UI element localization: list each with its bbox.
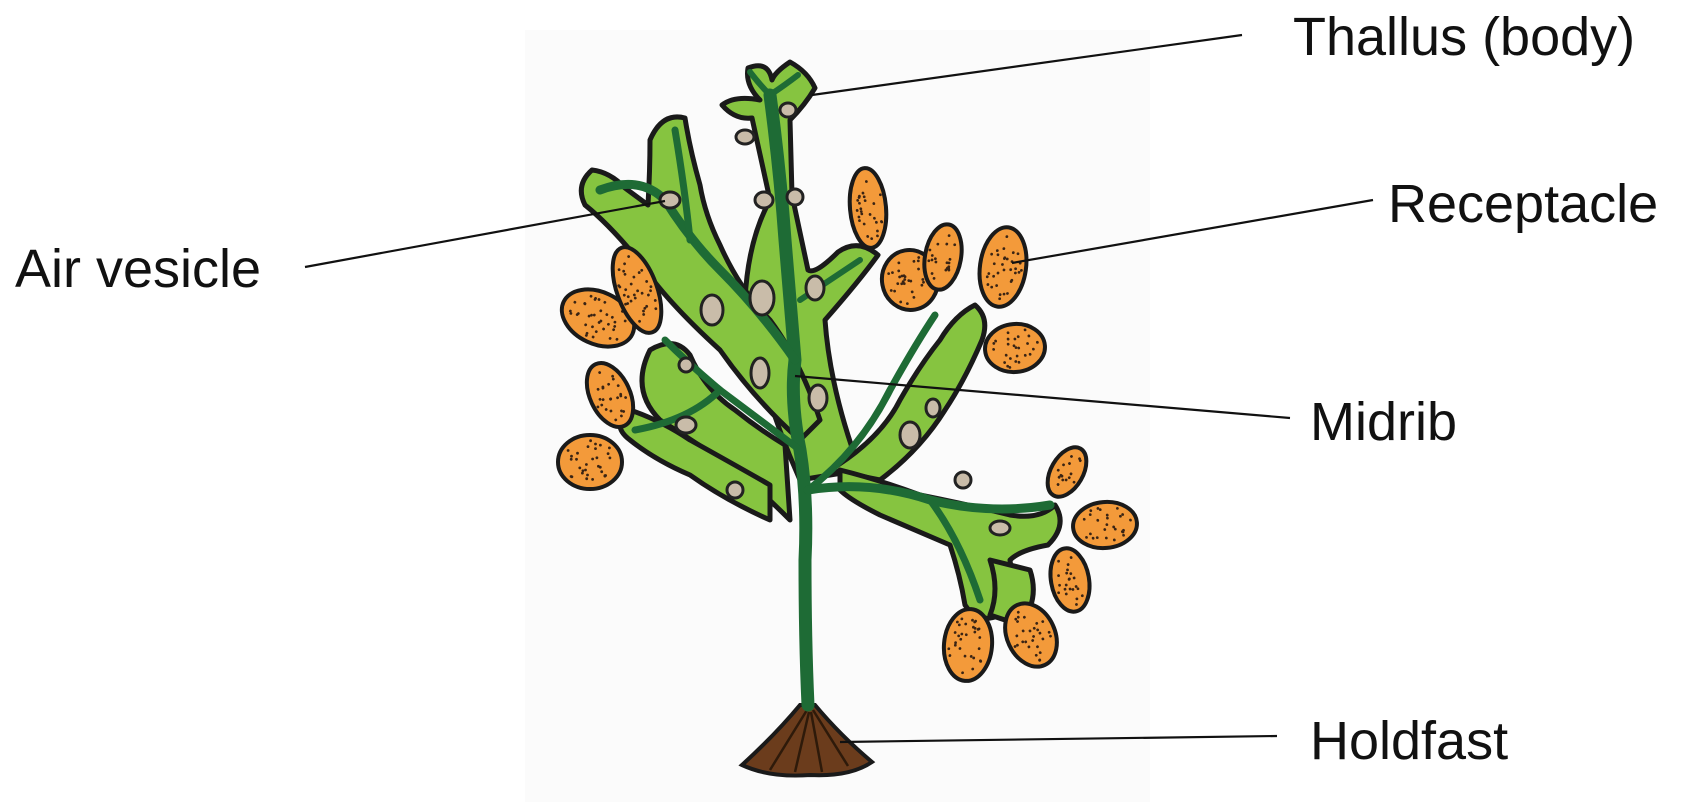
- receptacle: [975, 224, 1032, 310]
- air-vesicle-label: Air vesicle: [15, 242, 261, 296]
- thallus-leader-line: [812, 35, 1242, 95]
- receptacle: [847, 167, 890, 250]
- receptacle: [920, 221, 967, 292]
- holdfast-label: Holdfast: [1310, 714, 1508, 768]
- receptacle: [1071, 499, 1139, 550]
- receptacle: [941, 607, 995, 683]
- receptacle: [1040, 441, 1095, 504]
- holdfast-shape: [742, 705, 872, 776]
- receptacle: [983, 321, 1047, 374]
- air-vesicle-leader-line: [305, 201, 665, 267]
- receptacle-label: Receptacle: [1388, 177, 1658, 231]
- receptacle-leader-line: [1012, 200, 1373, 263]
- receptacle: [558, 435, 622, 489]
- holdfast-leader-line: [840, 736, 1277, 742]
- receptacle: [1046, 545, 1095, 615]
- midrib-leader-line: [795, 376, 1290, 418]
- midrib-label: Midrib: [1310, 395, 1457, 449]
- thallus-label: Thallus (body): [1293, 10, 1635, 64]
